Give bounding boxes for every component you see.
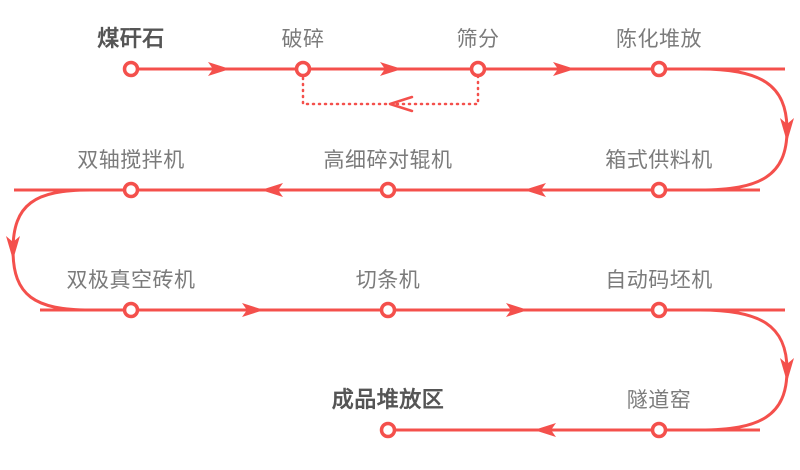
node-marker-n9[interactable]: [379, 301, 397, 319]
arrowhead-n11-to-n12: [534, 423, 556, 437]
node-label-n6: 高细碎对辊机: [323, 149, 453, 172]
node-label-n12: 成品堆放区: [331, 387, 445, 412]
node-marker-n7[interactable]: [122, 181, 140, 199]
node-label-n10: 自动码坯机: [605, 269, 713, 292]
node-marker-n2[interactable]: [294, 60, 312, 78]
node-marker-n4[interactable]: [650, 60, 668, 78]
arrowhead-uturn-right-top: [780, 118, 794, 142]
node-label-n5: 箱式供料机: [605, 149, 713, 172]
node-label-n9: 切条机: [355, 269, 421, 292]
node-label-n1: 煤矸石: [97, 26, 165, 51]
node-marker-n1[interactable]: [122, 60, 140, 78]
node-label-n2: 破碎: [281, 28, 325, 51]
arrowhead-uturn-left: [6, 236, 20, 260]
node-label-n7: 双轴搅拌机: [77, 149, 185, 172]
arrowhead-n5-to-n6: [524, 183, 546, 197]
node-marker-n11[interactable]: [650, 421, 668, 439]
node-label-n11: 隧道窑: [626, 389, 692, 412]
node-marker-n5[interactable]: [650, 181, 668, 199]
arrowhead-n1-to-n2: [208, 62, 230, 76]
arrowhead-n6-to-n7: [261, 183, 283, 197]
node-label-n3: 筛分: [456, 28, 500, 51]
arrowhead-uturn-right-bottom: [780, 358, 794, 382]
edge-uturn-right-bottom: [698, 308, 789, 432]
node-label-n4: 陈化堆放: [616, 28, 702, 51]
edge-uturn-left: [11, 188, 92, 312]
node-label-n8: 双极真空砖机: [66, 269, 196, 292]
arrowhead-n9-to-n10: [506, 303, 528, 317]
arrowhead-n8-to-n9: [242, 303, 264, 317]
edge-feedback-dotted: [301, 74, 480, 106]
node-marker-n12[interactable]: [379, 421, 397, 439]
arrowhead-n3-to-n4: [553, 62, 575, 76]
node-marker-n6[interactable]: [379, 181, 397, 199]
edge-uturn-right-top: [698, 67, 789, 192]
node-marker-n8[interactable]: [122, 301, 140, 319]
node-marker-n3[interactable]: [469, 60, 487, 78]
node-marker-n10[interactable]: [650, 301, 668, 319]
arrowhead-feedback-hollow: [388, 95, 414, 113]
arrowhead-n2-to-n3: [380, 62, 402, 76]
